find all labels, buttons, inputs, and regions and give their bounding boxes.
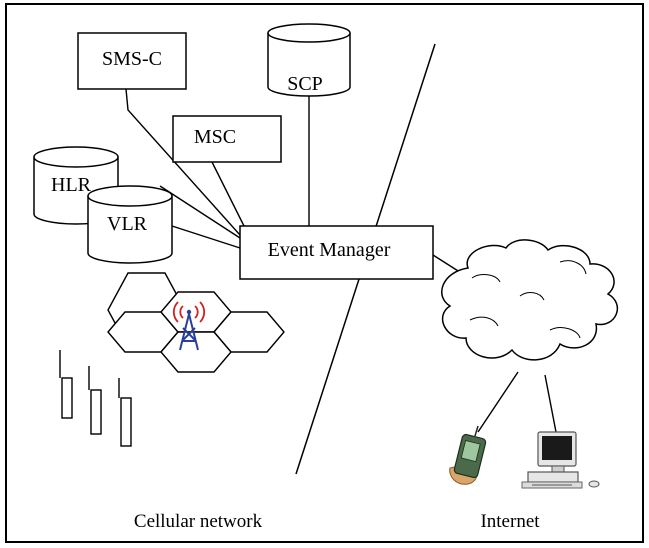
mobile-signal-bars: [59, 350, 132, 447]
cloud-icon: [441, 239, 619, 361]
vlr-cylinder-body: [87, 196, 173, 264]
scp-cylinder-top: [267, 23, 351, 43]
link-smsc-eventmanager: [125, 88, 241, 236]
hex-cell-bottom-center: [160, 331, 232, 373]
scp-cylinder-body: [267, 33, 351, 97]
event-manager-node: Event Manager: [239, 225, 434, 280]
sms-c-node: SMS-C: [77, 32, 187, 90]
msc-box: [172, 115, 282, 163]
diagram-frame: [5, 3, 644, 543]
vlr-cylinder-top: [87, 185, 173, 207]
internet-label: Internet: [480, 511, 540, 532]
signal-strength-icon: [172, 301, 206, 323]
cell-tower-icon: [172, 301, 206, 351]
pda-icon: [449, 425, 487, 485]
link-msc-eventmanager: [211, 161, 245, 227]
link-cloud-pc: [544, 374, 557, 433]
link-vlr-eventmanager: [171, 225, 241, 249]
msc-node: MSC: [172, 115, 282, 163]
link-cloud-pda: [477, 371, 519, 433]
desktop-computer-icon: [521, 431, 600, 489]
vlr-label: VLR: [107, 213, 148, 235]
cellular-network-label: Cellular network: [134, 511, 263, 532]
event-manager-box: [239, 225, 434, 280]
hlr-cylinder-top: [33, 146, 119, 168]
connections: [125, 88, 557, 433]
link-hlr-eventmanager: [159, 185, 241, 239]
scp-label: SCP: [287, 73, 323, 95]
sms-c-box: [77, 32, 187, 90]
scp-node: SCP: [267, 23, 351, 97]
cell-hexagons: [107, 291, 285, 373]
event-manager-label: Event Manager: [268, 239, 391, 261]
hlr-label: HLR: [51, 174, 92, 196]
vlr-node: VLR: [87, 185, 173, 264]
msc-label: MSC: [194, 126, 236, 148]
sms-c-label: SMS-C: [102, 48, 162, 70]
